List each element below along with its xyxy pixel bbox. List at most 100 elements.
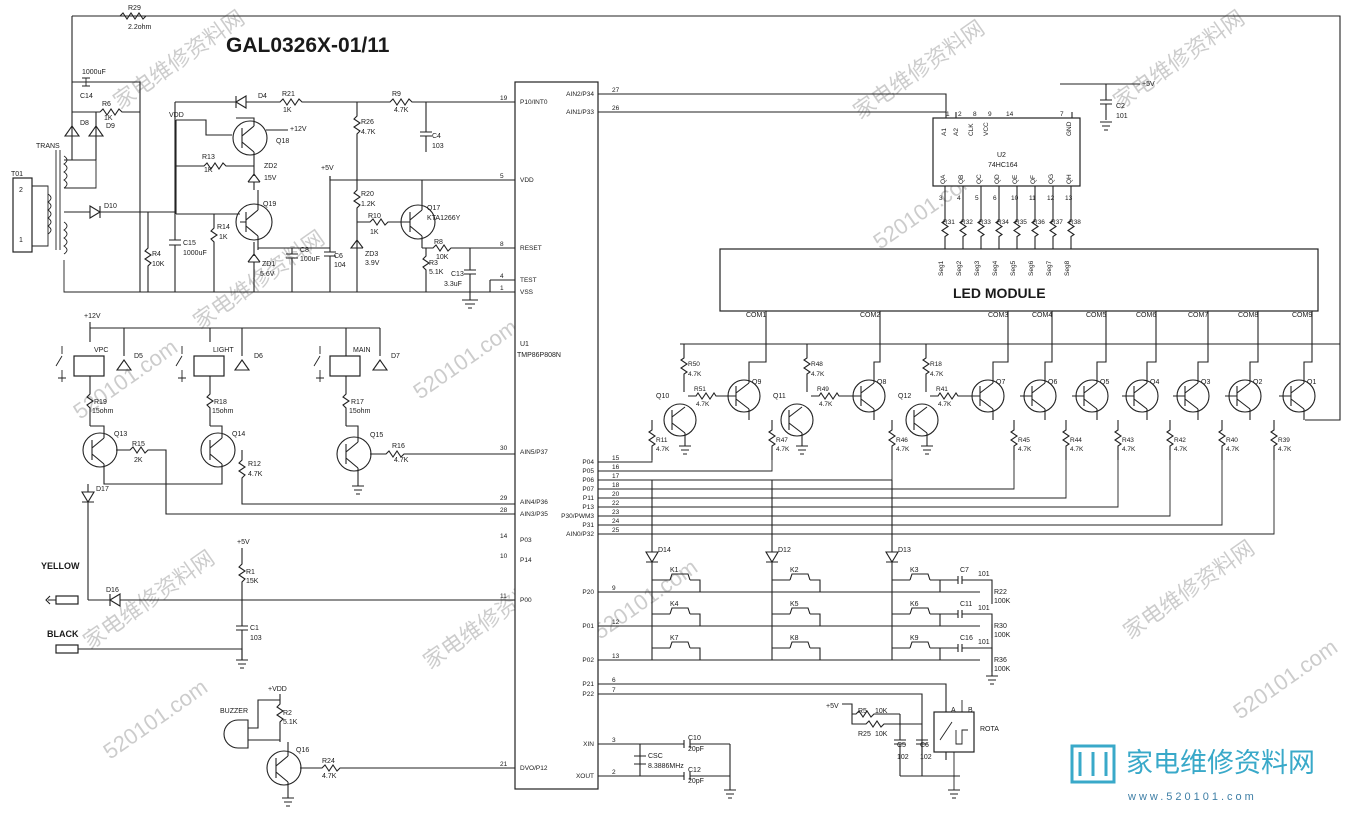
u2-pin-number: 7 [1060, 111, 1064, 118]
c8-value: 100uF [300, 256, 320, 263]
base-resistor-ref: R45 [1018, 437, 1030, 444]
mcu-pin-number: 14 [500, 533, 508, 540]
pullup-resistor [680, 344, 688, 392]
segment-resistor-ref: R31 [943, 219, 955, 226]
rotary-encoder [933, 711, 975, 753]
series-ref: R51 [694, 386, 706, 393]
diode-ref: D13 [898, 547, 911, 554]
resistor-r3 [422, 248, 430, 292]
u2-output-name: QF [1030, 175, 1037, 184]
key-switch [892, 641, 941, 660]
key-switch [652, 573, 701, 592]
d8-ref: D8 [80, 120, 89, 127]
capacitor-c6 [324, 176, 336, 292]
u2-part: 74HC164 [988, 162, 1018, 169]
key-capacitor [940, 576, 993, 604]
watermark-cn: 家电维修资料网 [849, 15, 990, 124]
key-ref: K1 [670, 567, 679, 574]
mcu-pin-number: 16 [612, 464, 620, 471]
c12-value: 20pF [688, 778, 704, 785]
transformer-primary [47, 193, 52, 235]
wire-rota [598, 683, 947, 760]
q17-ref: Q17 [427, 205, 440, 212]
base-resistor-ref: R44 [1070, 437, 1082, 444]
wire-12v-bus [89, 322, 381, 356]
diode-d6 [233, 359, 251, 371]
bus-wire [598, 460, 1171, 517]
mcu-pin-number: 8 [500, 241, 504, 248]
series-resistor [811, 392, 851, 400]
resistor-r12 [238, 450, 515, 505]
yellow-label: YELLOW [41, 561, 80, 571]
rota-b: B [968, 707, 973, 714]
mcu-pin-number: 2 [612, 769, 616, 776]
mcu-pin-name: P31 [582, 522, 594, 529]
v12-label: +12V [290, 126, 307, 133]
resistor-r2 [248, 694, 284, 742]
r29-value: 2.2ohm [128, 24, 152, 31]
mcu-pin-number: 13 [612, 653, 620, 660]
com-label: COM1 [746, 312, 766, 319]
mcu-pin-number: 7 [612, 687, 616, 694]
relay-light-switch [175, 346, 186, 382]
base-resistor-ref: R43 [1122, 437, 1134, 444]
driver-wire [1020, 344, 1053, 420]
wire [63, 159, 140, 293]
transistor-ref: Q11 [773, 393, 786, 400]
c12-ref: C12 [688, 767, 701, 774]
c15-value: 1000uF [183, 250, 207, 257]
c6-value: 102 [920, 754, 932, 761]
zd1-value: 5.6V [260, 271, 275, 278]
black-connector [55, 644, 79, 654]
u2-output-number: 11 [1029, 195, 1036, 202]
segment-label: Seg3 [974, 260, 981, 276]
transformer-secondary [63, 155, 68, 255]
r1-value: 15K [246, 578, 259, 585]
relay-main-switch [313, 346, 324, 382]
wire-test [489, 279, 515, 292]
wire [175, 119, 232, 214]
r8-ref: R8 [434, 239, 443, 246]
diode-ref: D12 [778, 547, 791, 554]
r5-value: 10K [875, 708, 888, 715]
ground-symbol [352, 485, 364, 495]
ground-symbol [796, 445, 808, 455]
mcu-pin-name: P14 [520, 557, 532, 564]
segment-resistor [959, 212, 967, 249]
transistor-ref: Q5 [1100, 379, 1109, 386]
key-switch [892, 573, 941, 592]
driver-wire [1122, 344, 1157, 420]
segment-resistor [1031, 212, 1039, 249]
watermark-url: 520101.com [69, 334, 183, 424]
segment-label: Seg7 [1046, 260, 1053, 276]
mcu-pin-number: 26 [612, 105, 620, 112]
base-resistor-value: 4.7K [896, 446, 910, 453]
segment-resistor [995, 212, 1003, 249]
base-resistor [1218, 420, 1226, 460]
r9-ref: R9 [392, 91, 401, 98]
key-switch [772, 641, 821, 660]
wire [32, 185, 49, 247]
com-label: COM6 [1136, 312, 1156, 319]
transistor-ref: Q4 [1150, 379, 1159, 386]
diode-pair [63, 125, 105, 137]
q17-part: KTA1266Y [427, 215, 461, 222]
r12-ref: R12 [248, 461, 261, 468]
rota-a: A [951, 707, 956, 714]
bus-wire [598, 460, 893, 481]
base-resistor [768, 420, 776, 460]
capacitor-c14 [82, 77, 90, 87]
segment-resistor [1049, 212, 1057, 249]
transistor-q12-legs [913, 406, 928, 434]
transistor-q2-legs [1236, 382, 1251, 410]
v5-label: +5V [321, 165, 334, 172]
resistor-r1-c1 [236, 548, 248, 660]
pullup-value: 4.7K [811, 371, 825, 378]
connector-t01 [12, 177, 33, 253]
transistor-q19 [235, 203, 273, 241]
transistor-ref: Q12 [898, 393, 911, 400]
transistor-q11-legs [788, 406, 803, 434]
r19-ref: R19 [94, 399, 107, 406]
